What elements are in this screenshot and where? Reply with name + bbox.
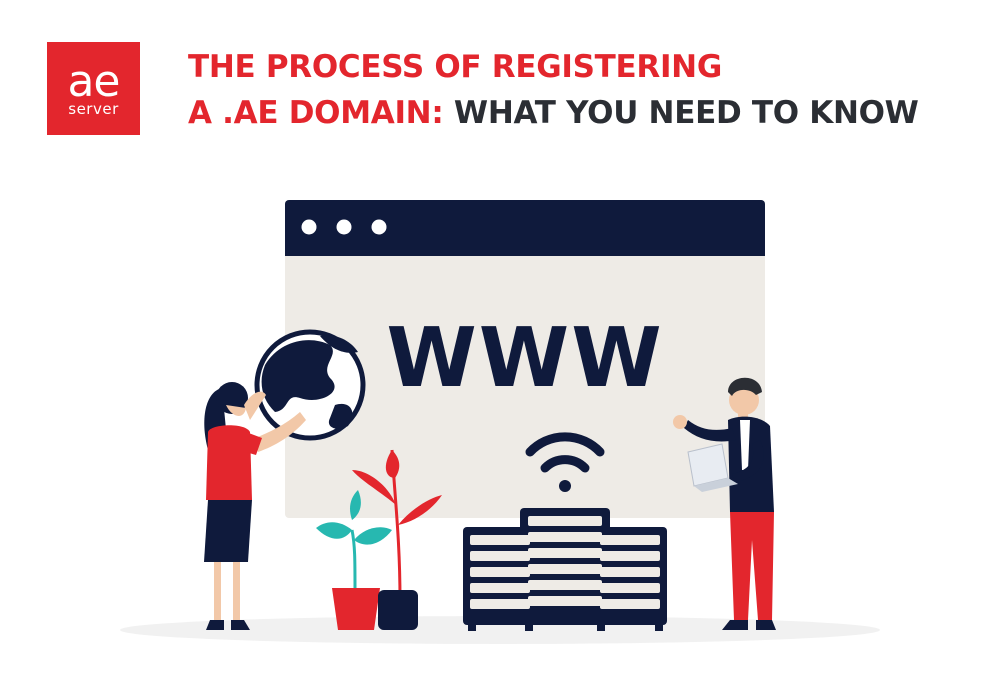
- title-line-2: A .AE DOMAIN: WHAT YOU NEED TO KNOW: [188, 90, 919, 136]
- ground-shadow: [120, 616, 880, 644]
- window-www-text: WWW: [386, 311, 663, 406]
- server-rack-icon: [463, 508, 667, 631]
- plant-icon: [316, 449, 442, 630]
- page-title: THE PROCESS OF REGISTERING A .AE DOMAIN:…: [188, 44, 919, 136]
- brand-logo: ae server: [47, 42, 140, 135]
- wifi-icon: [525, 432, 605, 492]
- title-line-1: THE PROCESS OF REGISTERING: [188, 49, 722, 85]
- logo-server-text: server: [68, 99, 119, 118]
- globe-icon: [254, 329, 366, 441]
- logo-ae-text: ae: [67, 55, 120, 107]
- man-figure: [673, 377, 776, 630]
- browser-window-icon: [285, 200, 765, 518]
- title-highlight: A .AE DOMAIN:: [188, 95, 444, 131]
- laptop-icon: [687, 443, 738, 492]
- woman-figure: [204, 382, 306, 630]
- title-rest: WHAT YOU NEED TO KNOW: [443, 95, 919, 131]
